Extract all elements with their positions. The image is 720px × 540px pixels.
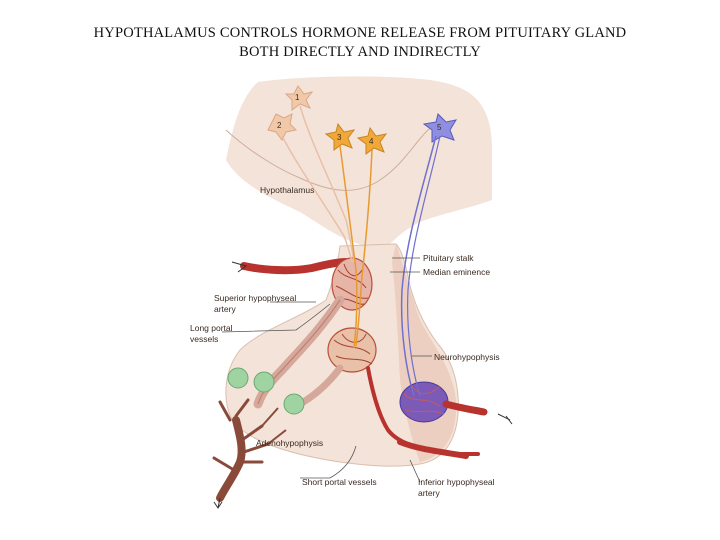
- label-superior-artery-1: Superior hypophyseal: [214, 293, 296, 303]
- neuron-number-4: 4: [369, 137, 374, 146]
- label-inferior-artery-2: artery: [418, 488, 440, 498]
- label-short-portal: Short portal vessels: [302, 477, 377, 487]
- superior-hypophyseal-artery: [240, 258, 350, 275]
- artery-arrow-right: [497, 413, 513, 425]
- label-long-portal-2: vessels: [190, 334, 218, 344]
- title-line-2: BOTH DIRECTLY AND INDIRECTLY: [239, 44, 481, 60]
- label-long-portal-1: Long portal: [190, 323, 233, 333]
- neuron-4: [356, 126, 388, 155]
- artery-arrow-in-left: [231, 261, 248, 273]
- vein-arrow-down: [213, 497, 223, 509]
- label-pituitary-stalk: Pituitary stalk: [423, 253, 474, 263]
- hypothalamus-boundary-line: [225, 121, 441, 191]
- axon-neuron-5b: [407, 135, 441, 397]
- label-inferior-artery-1: Inferior hypophyseal: [418, 477, 495, 487]
- title-line-1: HYPOTHALAMUS CONTROLS HORMONE RELEASE FR…: [93, 25, 627, 41]
- slide-title: HYPOTHALAMUS CONTROLS HORMONE RELEASE FR…: [0, 24, 720, 62]
- hypothalamus-tissue: [226, 76, 492, 246]
- axon-neuron-5: [400, 135, 437, 397]
- hypophyseal-veins: [212, 398, 287, 502]
- leader-lines: [221, 257, 432, 483]
- label-median-eminence: Median eminence: [423, 267, 490, 277]
- anterior-pituitary-cells: [227, 367, 305, 415]
- neuron-1: [284, 85, 314, 111]
- axon-neuron-2: [281, 135, 353, 263]
- neuron-number-5: 5: [437, 123, 442, 132]
- neuron-number-2: 2: [277, 121, 282, 130]
- neuron-5: [422, 113, 458, 143]
- neurohypophysis-plexus: [399, 381, 449, 423]
- neuron-3: [324, 122, 356, 151]
- neuron-number-3: 3: [337, 133, 342, 142]
- label-neurohypophysis: Neurohypophysis: [434, 352, 500, 362]
- axon-neuron-1: [299, 105, 355, 263]
- neuron-2: [267, 113, 298, 141]
- label-adenohypophysis: Adenohypophysis: [256, 438, 323, 448]
- axon-neuron-4: [355, 149, 373, 347]
- label-hypothalamus: Hypothalamus: [260, 185, 314, 195]
- neuron-number-1: 1: [295, 93, 300, 102]
- inferior-artery-lower: [397, 439, 469, 459]
- label-superior-artery-2: artery: [214, 304, 236, 314]
- axon-neuron-3: [339, 145, 358, 349]
- inferior-hypophyseal-artery: [442, 400, 488, 416]
- lower-portal-plexus: [327, 327, 377, 373]
